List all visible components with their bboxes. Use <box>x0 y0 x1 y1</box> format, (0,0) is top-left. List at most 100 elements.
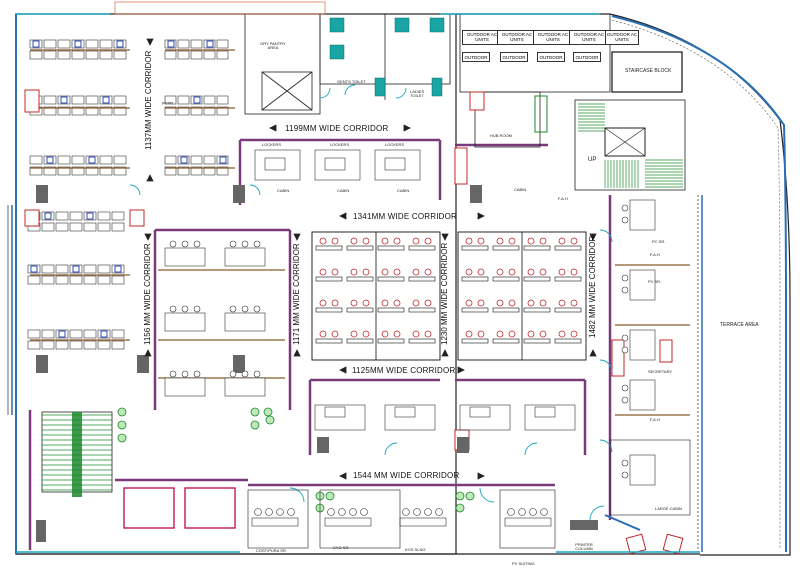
corridor-1199-label: 1199MM WIDE CORRIDOR <box>285 124 389 133</box>
chair-mark <box>381 268 389 276</box>
cabin-desk <box>469 406 491 418</box>
chair-mark <box>496 299 504 307</box>
chair-mark <box>465 268 473 276</box>
plant-mark <box>465 491 475 501</box>
workstation-desk <box>55 222 69 232</box>
chair-mark <box>169 240 177 248</box>
printer-label: printer <box>162 100 174 105</box>
workstation-desk <box>177 50 190 60</box>
workstation-desk <box>177 106 190 116</box>
workstation-desk <box>203 50 216 60</box>
cabin-desk <box>224 247 266 267</box>
chair-mark <box>527 237 535 245</box>
corridor-1544-label: 1544 MM WIDE CORRIDOR <box>353 471 460 480</box>
chair-mark <box>44 212 52 220</box>
workstation-desk <box>57 95 71 105</box>
cabin-label: CABIN <box>514 187 527 192</box>
chair-mark <box>338 508 346 516</box>
outdoor-ac-unit: OUTDOOR AC UNITS <box>497 30 537 45</box>
secretary-label: SECRETARY <box>648 369 673 374</box>
chair-mark <box>181 305 189 313</box>
workstation-desk <box>97 211 111 221</box>
chair-mark <box>58 330 66 338</box>
workstation-desk <box>57 106 71 116</box>
corridor-1125-label: 1125MM WIDE CORRIDOR <box>352 366 456 375</box>
pc-sr-label: PC SR. <box>652 239 666 244</box>
chair-mark <box>393 268 401 276</box>
desk-mark <box>377 245 405 251</box>
desk-mark <box>315 338 343 344</box>
plant-mark <box>117 420 127 430</box>
chair-mark <box>539 237 547 245</box>
chair-mark <box>507 508 515 516</box>
cos-sr-label: COST/PURA SR. <box>256 548 287 553</box>
chair-mark <box>508 268 516 276</box>
chair-mark <box>435 508 443 516</box>
workstation-desk <box>164 166 177 176</box>
desk-mark <box>523 276 551 282</box>
workstation-desk <box>29 166 43 176</box>
cabin-desk <box>164 377 206 397</box>
chair-mark <box>180 156 188 164</box>
cabin-desk <box>324 406 346 418</box>
workstation-desk <box>111 340 125 350</box>
stair-up-label: UP <box>588 157 597 163</box>
desk-mark <box>492 276 520 282</box>
chair-mark <box>331 237 339 245</box>
desk-mark <box>554 276 582 282</box>
chair-mark <box>393 237 401 245</box>
workstation-desk <box>111 211 125 221</box>
chair-mark <box>114 265 122 273</box>
workstation-desk <box>190 50 203 60</box>
pv-suiting-label: PV SUITING <box>512 561 535 566</box>
outdoor-ac-unit: OUTDOOR AC UNITS <box>533 30 573 45</box>
cabin-desk <box>264 157 286 171</box>
chair-mark <box>412 330 420 338</box>
chair-mark <box>100 330 108 338</box>
workstation-desk <box>71 155 85 165</box>
chair-mark <box>527 330 535 338</box>
cabin-label: CABIN <box>337 188 350 193</box>
chair-mark <box>241 370 249 378</box>
workstation-desk <box>177 39 190 49</box>
desk-mark <box>523 338 551 344</box>
workstation-desk <box>43 95 57 105</box>
chair-mark <box>621 346 629 354</box>
chair-mark <box>381 237 389 245</box>
workstation-desk <box>83 329 97 339</box>
kos-slng-label: KOS SLNG <box>405 547 426 552</box>
cabin-label: CABIN <box>277 188 290 193</box>
workstation-desk <box>190 155 203 165</box>
desk-mark <box>377 307 405 313</box>
chair-mark <box>570 330 578 338</box>
chair-mark <box>193 370 201 378</box>
plant-mark <box>117 407 127 417</box>
cabin-desk <box>629 379 656 411</box>
workstation-desk <box>71 39 85 49</box>
chair-mark <box>362 299 370 307</box>
chair-mark <box>477 268 485 276</box>
chair-mark <box>527 268 535 276</box>
desk-mark <box>346 276 374 282</box>
workstation-desk <box>27 340 41 350</box>
workstation-desk <box>113 50 127 60</box>
chair-mark <box>621 216 629 224</box>
staircase-block-label: STAIRCASE BLOCK <box>625 68 672 74</box>
workstation-desk <box>43 166 57 176</box>
corridor-1137-label: 1137MM WIDE CORRIDOR <box>144 50 153 150</box>
cabin-desk <box>629 269 656 301</box>
cabin-desk <box>629 329 656 361</box>
workstation-desk <box>69 222 83 232</box>
chair-mark <box>350 330 358 338</box>
chair-mark <box>558 268 566 276</box>
chair-mark <box>496 330 504 338</box>
cabin-desk <box>399 517 447 527</box>
chair-mark <box>265 508 273 516</box>
chair-mark <box>570 268 578 276</box>
desk-mark <box>492 307 520 313</box>
desk-mark <box>315 245 343 251</box>
cabin-outline <box>374 149 421 181</box>
workstation-desk <box>97 275 111 285</box>
workstation-desk <box>29 155 43 165</box>
